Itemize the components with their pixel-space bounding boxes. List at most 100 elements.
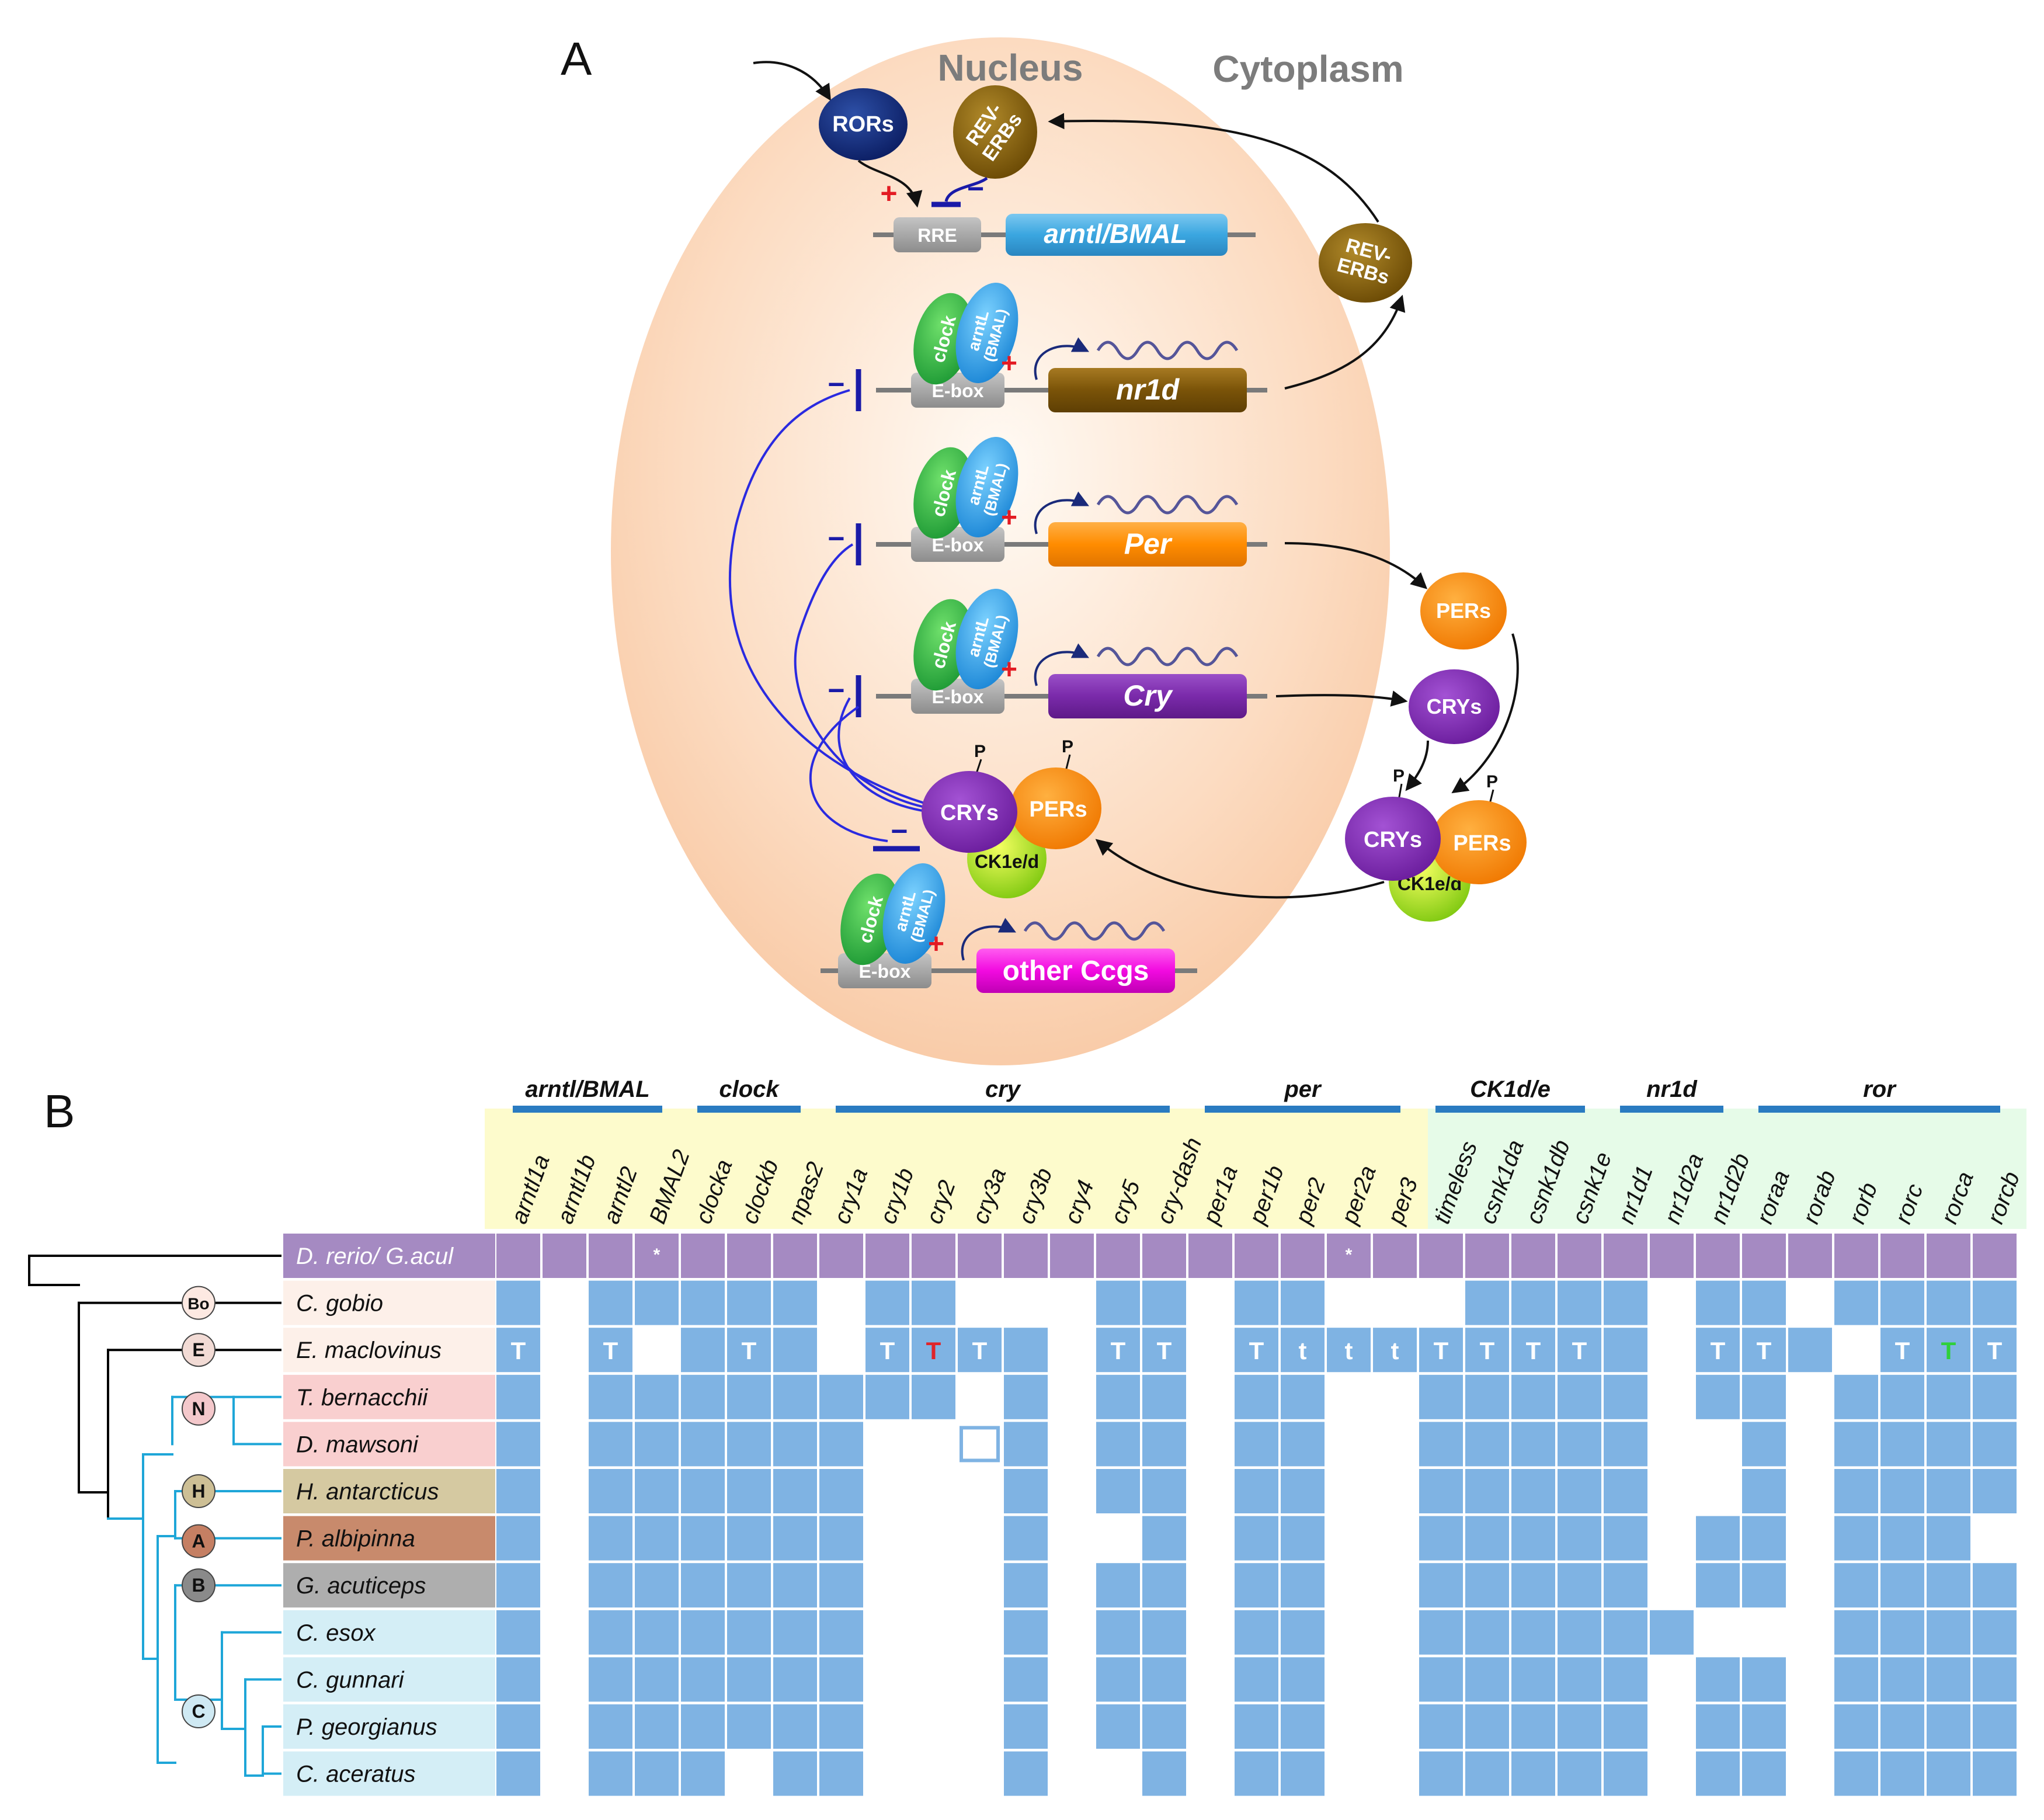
cell-8-32 bbox=[1973, 1610, 2017, 1655]
cell-11-4 bbox=[681, 1751, 725, 1796]
rre-label: RRE bbox=[917, 225, 957, 246]
cell-9-0 bbox=[496, 1657, 540, 1702]
cell-4-14 bbox=[1142, 1422, 1186, 1467]
cell-1-27 bbox=[1742, 1280, 1786, 1325]
cell-0-5 bbox=[727, 1234, 771, 1278]
cell-2-32 bbox=[1973, 1328, 2017, 1373]
cell-8-30 bbox=[1880, 1610, 1924, 1655]
cell-mark-23: T bbox=[1895, 1337, 1910, 1364]
cell-0-22 bbox=[1511, 1234, 1555, 1278]
cell-2-8 bbox=[865, 1328, 909, 1373]
cell-0-31 bbox=[1927, 1234, 1970, 1278]
cell-mark-5: T bbox=[834, 1337, 849, 1364]
cell-11-32 bbox=[1973, 1751, 2017, 1796]
cell-1-22 bbox=[1511, 1280, 1555, 1325]
cytoplasm-label: Cytoplasm bbox=[1212, 48, 1403, 90]
arntl-protein-other bbox=[882, 863, 945, 964]
cell-8-31 bbox=[1927, 1610, 1970, 1655]
cell-11-0 bbox=[496, 1751, 540, 1796]
cell-4-23 bbox=[1558, 1422, 1601, 1467]
cell-7-29 bbox=[1834, 1563, 1878, 1608]
cell-11-31 bbox=[1927, 1751, 1970, 1796]
arrow-cry-to-crys bbox=[1275, 690, 1408, 707]
clade-label-0: Bo bbox=[187, 1295, 209, 1313]
cell-0-2 bbox=[589, 1234, 632, 1278]
cell-mark-13: t bbox=[1345, 1337, 1353, 1364]
phos-nuc-crys: P bbox=[974, 742, 986, 761]
species-label-5: H. antarcticus bbox=[296, 1479, 439, 1505]
cell-0-13 bbox=[1096, 1234, 1140, 1278]
cell-4-11 bbox=[1004, 1422, 1048, 1467]
cell-1-29 bbox=[1834, 1280, 1878, 1325]
cell-4-7 bbox=[819, 1422, 863, 1467]
cell-10-22 bbox=[1511, 1704, 1555, 1749]
nucleus-label: Nucleus bbox=[938, 47, 1083, 89]
cell-0-28 bbox=[1788, 1234, 1832, 1278]
cell-2-18 bbox=[1327, 1328, 1371, 1373]
cell-6-0 bbox=[496, 1516, 540, 1561]
cell-9-20 bbox=[1419, 1657, 1463, 1702]
cell-0-14 bbox=[1142, 1234, 1186, 1278]
cell-11-6 bbox=[773, 1751, 817, 1796]
cell-4-17 bbox=[1281, 1422, 1325, 1467]
arrow-per-to-pers bbox=[1284, 542, 1428, 589]
cell-8-4 bbox=[681, 1610, 725, 1655]
cell-6-3 bbox=[635, 1516, 679, 1561]
cell-2-14 bbox=[1142, 1328, 1186, 1373]
cell-0-9 bbox=[912, 1234, 955, 1278]
cell-2-28 bbox=[1788, 1328, 1832, 1373]
cell-5-7 bbox=[819, 1469, 863, 1513]
group-bar-4 bbox=[1435, 1106, 1585, 1113]
cell-7-6 bbox=[773, 1563, 817, 1608]
cell-10-6 bbox=[773, 1704, 817, 1749]
cell-5-21 bbox=[1465, 1469, 1509, 1513]
cell-mark-8: T bbox=[972, 1337, 988, 1364]
cell-6-23 bbox=[1558, 1516, 1601, 1561]
cell-3-27 bbox=[1742, 1374, 1786, 1419]
cell-mark-0: * bbox=[653, 1245, 661, 1265]
cell-3-13 bbox=[1096, 1374, 1140, 1419]
group-bar-6 bbox=[1758, 1106, 2000, 1113]
cell-5-22 bbox=[1511, 1469, 1555, 1513]
cell-7-7 bbox=[819, 1563, 863, 1608]
header-bg-yellow bbox=[485, 1109, 1489, 1229]
cell-6-29 bbox=[1834, 1516, 1878, 1561]
cell-10-4 bbox=[681, 1704, 725, 1749]
cell-6-30 bbox=[1880, 1516, 1924, 1561]
species-row-bg-0 bbox=[283, 1234, 495, 1278]
cell-7-32 bbox=[1973, 1563, 2017, 1608]
pers-cyt-label: PERs bbox=[1436, 599, 1491, 623]
clade-badge-5 bbox=[182, 1568, 215, 1603]
cell-8-24 bbox=[1604, 1610, 1647, 1655]
mrna-wave-per bbox=[1096, 495, 1239, 515]
cell-6-14 bbox=[1142, 1516, 1186, 1561]
cell-8-20 bbox=[1419, 1610, 1463, 1655]
cell-10-27 bbox=[1742, 1704, 1786, 1749]
species-row-bg-2 bbox=[283, 1328, 495, 1373]
cell-1-4 bbox=[681, 1280, 725, 1325]
cell-11-16 bbox=[1235, 1751, 1278, 1796]
minus-per: − bbox=[828, 522, 844, 555]
pers-protein-cytoplasm bbox=[1420, 572, 1507, 649]
cell-6-22 bbox=[1511, 1516, 1555, 1561]
cell-10-2 bbox=[589, 1704, 632, 1749]
cell-4-0 bbox=[496, 1422, 540, 1467]
cell-1-26 bbox=[1696, 1280, 1740, 1325]
cell-10-5 bbox=[727, 1704, 771, 1749]
species-label-2: E. maclovinus bbox=[296, 1338, 442, 1363]
cell-1-32 bbox=[1973, 1280, 2017, 1325]
arntl-protein-cry bbox=[955, 589, 1018, 689]
cell-4-2 bbox=[589, 1422, 632, 1467]
per-row: E-box clock arntL (BMAL) + Per − bbox=[828, 437, 1267, 567]
cell-11-17 bbox=[1281, 1751, 1325, 1796]
cell-mark-26: ★ bbox=[966, 1521, 993, 1555]
cell-9-30 bbox=[1880, 1657, 1924, 1702]
crys-nuc-label: CRYs bbox=[940, 801, 999, 825]
cell-0-1 bbox=[543, 1234, 586, 1278]
cell-10-29 bbox=[1834, 1704, 1878, 1749]
mrna-wave-cry bbox=[1096, 647, 1239, 666]
panel-a-label: A bbox=[561, 33, 592, 85]
cell-mark-10: T bbox=[1157, 1337, 1172, 1364]
cell-6-26 bbox=[1696, 1516, 1740, 1561]
cell-0-26 bbox=[1696, 1234, 1740, 1278]
